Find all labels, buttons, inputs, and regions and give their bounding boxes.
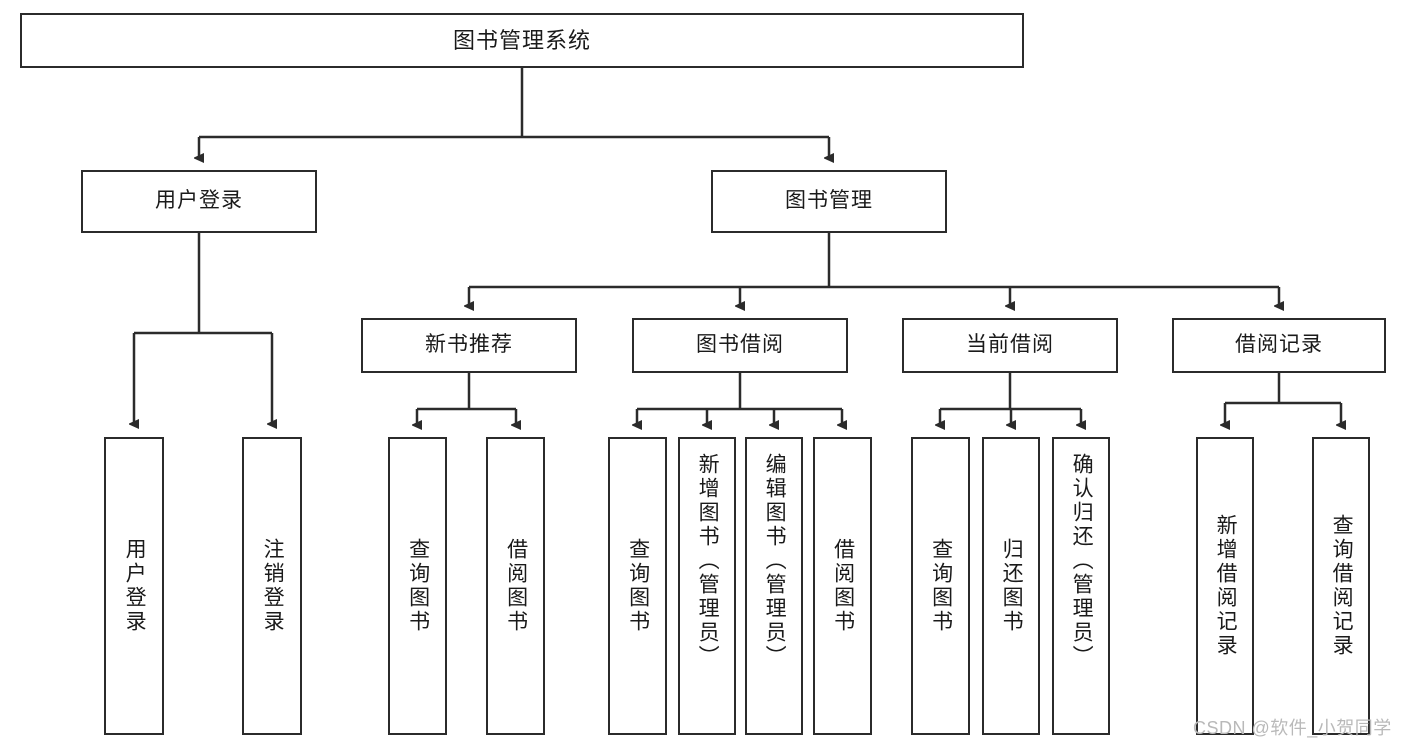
node-leaf-edit-book-label: 编辑图书（管理员） — [763, 453, 787, 669]
node-book-management-label: 图书管理 — [785, 189, 873, 213]
node-leaf-user-login[interactable]: 用户登录 — [104, 437, 164, 735]
node-user-login[interactable]: 用户登录 — [81, 170, 317, 233]
node-leaf-edit-book[interactable]: 编辑图书（管理员） — [745, 437, 803, 735]
node-leaf-confirm-return-label: 确认归还（管理员） — [1070, 453, 1094, 669]
node-new-book-recommend[interactable]: 新书推荐 — [361, 318, 577, 373]
node-user-login-label: 用户登录 — [155, 189, 243, 213]
node-leaf-query-book-current-label: 查询图书 — [929, 538, 953, 634]
node-leaf-borrow-book-label: 借阅图书 — [831, 538, 855, 634]
node-root-label: 图书管理系统 — [452, 27, 591, 53]
node-leaf-borrow-book[interactable]: 借阅图书 — [813, 437, 872, 735]
node-leaf-confirm-return[interactable]: 确认归还（管理员） — [1052, 437, 1110, 735]
node-leaf-query-book-recommend[interactable]: 查询图书 — [388, 437, 447, 735]
node-leaf-add-book-label: 新增图书（管理员） — [696, 453, 720, 669]
node-borrow-records-label: 借阅记录 — [1235, 333, 1323, 357]
node-new-book-recommend-label: 新书推荐 — [425, 333, 513, 357]
node-leaf-logout-label: 注销登录 — [261, 538, 285, 634]
node-leaf-logout[interactable]: 注销登录 — [242, 437, 302, 735]
node-root[interactable]: 图书管理系统 — [20, 13, 1024, 68]
node-leaf-query-book-borrow[interactable]: 查询图书 — [608, 437, 667, 735]
node-current-borrow[interactable]: 当前借阅 — [902, 318, 1118, 373]
node-leaf-add-record-label: 新增借阅记录 — [1214, 514, 1238, 658]
node-leaf-query-record[interactable]: 查询借阅记录 — [1312, 437, 1370, 735]
node-leaf-user-login-label: 用户登录 — [123, 538, 147, 634]
node-leaf-query-book-borrow-label: 查询图书 — [626, 538, 650, 634]
node-current-borrow-label: 当前借阅 — [966, 333, 1054, 357]
node-leaf-add-book[interactable]: 新增图书（管理员） — [678, 437, 736, 735]
node-leaf-add-record[interactable]: 新增借阅记录 — [1196, 437, 1254, 735]
node-leaf-query-book-current[interactable]: 查询图书 — [911, 437, 970, 735]
node-leaf-borrow-book-recommend-label: 借阅图书 — [504, 538, 528, 634]
node-borrow-records[interactable]: 借阅记录 — [1172, 318, 1386, 373]
node-book-borrow[interactable]: 图书借阅 — [632, 318, 848, 373]
node-book-management[interactable]: 图书管理 — [711, 170, 947, 233]
node-leaf-borrow-book-recommend[interactable]: 借阅图书 — [486, 437, 545, 735]
node-leaf-query-book-recommend-label: 查询图书 — [406, 538, 430, 634]
node-leaf-return-book-label: 归还图书 — [1000, 538, 1024, 634]
node-book-borrow-label: 图书借阅 — [696, 333, 784, 357]
node-leaf-return-book[interactable]: 归还图书 — [982, 437, 1040, 735]
watermark: CSDN @软件_小贺同学 — [1193, 718, 1392, 738]
node-leaf-query-record-label: 查询借阅记录 — [1330, 514, 1354, 658]
